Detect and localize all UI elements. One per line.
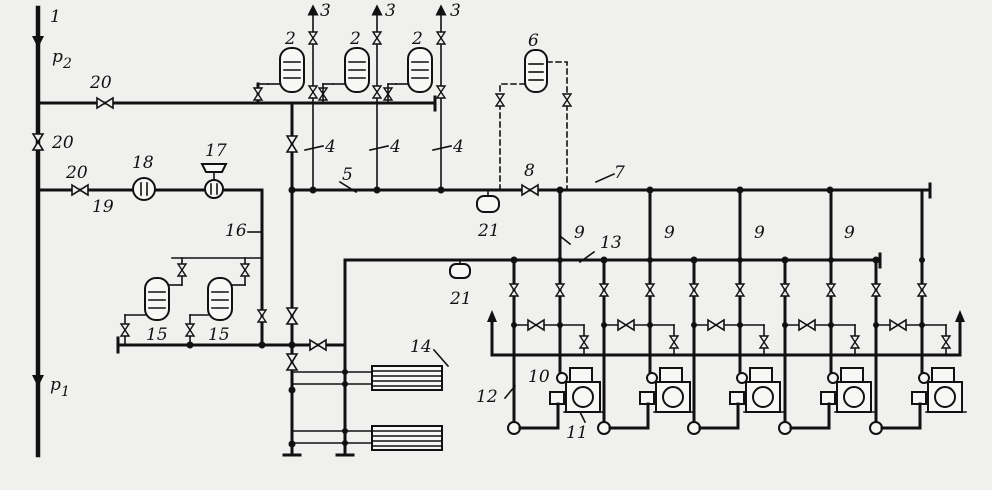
line-14: [290, 252, 882, 457]
compressor-unit: [507, 188, 605, 435]
label-18: 18: [132, 153, 154, 173]
label-21-a: 21: [477, 221, 500, 241]
label-3-c: 3: [450, 1, 461, 21]
label-19: 19: [92, 197, 114, 217]
label-7: 7: [614, 163, 625, 183]
compressor-unit: [597, 188, 695, 435]
label-p1: p: [50, 375, 61, 395]
label-2-a: 2: [284, 29, 296, 49]
receiver-tank: [395, 47, 433, 93]
label-17: 17: [205, 141, 227, 161]
receiver-tank: [267, 47, 305, 93]
label-20-b: 20: [51, 133, 74, 153]
riser-left: [282, 101, 302, 457]
label-13: 13: [600, 233, 622, 253]
label-16: 16: [225, 221, 247, 241]
label-20-a: 20: [89, 73, 112, 93]
receiver-tank: [332, 47, 370, 93]
regulator-17: [200, 163, 228, 199]
label-15-a: 15: [146, 325, 168, 345]
label-3-b: 3: [385, 1, 396, 21]
label-9-d: 9: [844, 223, 855, 243]
compressor-unit: [687, 188, 785, 435]
label-3-a: 3: [320, 1, 331, 21]
label-4-a: 4: [324, 137, 336, 157]
separator-21-lower: [449, 259, 471, 279]
label-11: 11: [566, 423, 588, 443]
leader-lines: [247, 145, 616, 424]
distribution-main: [288, 182, 932, 199]
label-20-c: 20: [65, 163, 88, 183]
label-8: 8: [524, 161, 535, 181]
main-header-pipe: [32, 5, 44, 458]
compressor-unit: [869, 188, 967, 435]
label-9-a: 9: [574, 223, 585, 243]
label-9-b: 9: [664, 223, 675, 243]
tank-15-base-line: [116, 314, 294, 354]
label-2-b: 2: [349, 29, 361, 49]
cooler-14: [371, 365, 443, 391]
label-15-b: 15: [208, 325, 230, 345]
label-21-b: 21: [449, 289, 472, 309]
upper-branch-line: [36, 95, 437, 112]
outlet-pipes: [307, 4, 447, 191]
line-19: [36, 163, 267, 347]
tank-15: [207, 277, 233, 321]
tank-6: [495, 49, 572, 191]
label-10: 10: [528, 367, 550, 387]
label-2-c: 2: [411, 29, 423, 49]
label-1: 1: [50, 7, 61, 27]
return-line: [487, 310, 965, 357]
line-16: [167, 257, 263, 286]
receiver-tank-group: [253, 47, 433, 105]
compressor-unit: [778, 188, 876, 435]
label-p1-sub: 1: [61, 384, 70, 400]
label-5: 5: [342, 165, 353, 185]
label-9-c: 9: [754, 223, 765, 243]
label-14: 14: [410, 337, 432, 357]
callout-labels: 1 p 2 p 1 20 20 20 19 18 17 16 15 15 2 2…: [50, 1, 855, 443]
label-6: 6: [528, 31, 539, 51]
label-p2: p: [52, 47, 63, 67]
label-4-b: 4: [389, 137, 401, 157]
label-4-c: 4: [452, 137, 464, 157]
label-p2-sub: 2: [62, 56, 72, 72]
separator-21-upper: [476, 189, 500, 213]
cooler-14: [371, 425, 443, 451]
tank-15: [144, 277, 170, 321]
compressor-units: [507, 188, 967, 435]
label-12: 12: [476, 387, 498, 407]
